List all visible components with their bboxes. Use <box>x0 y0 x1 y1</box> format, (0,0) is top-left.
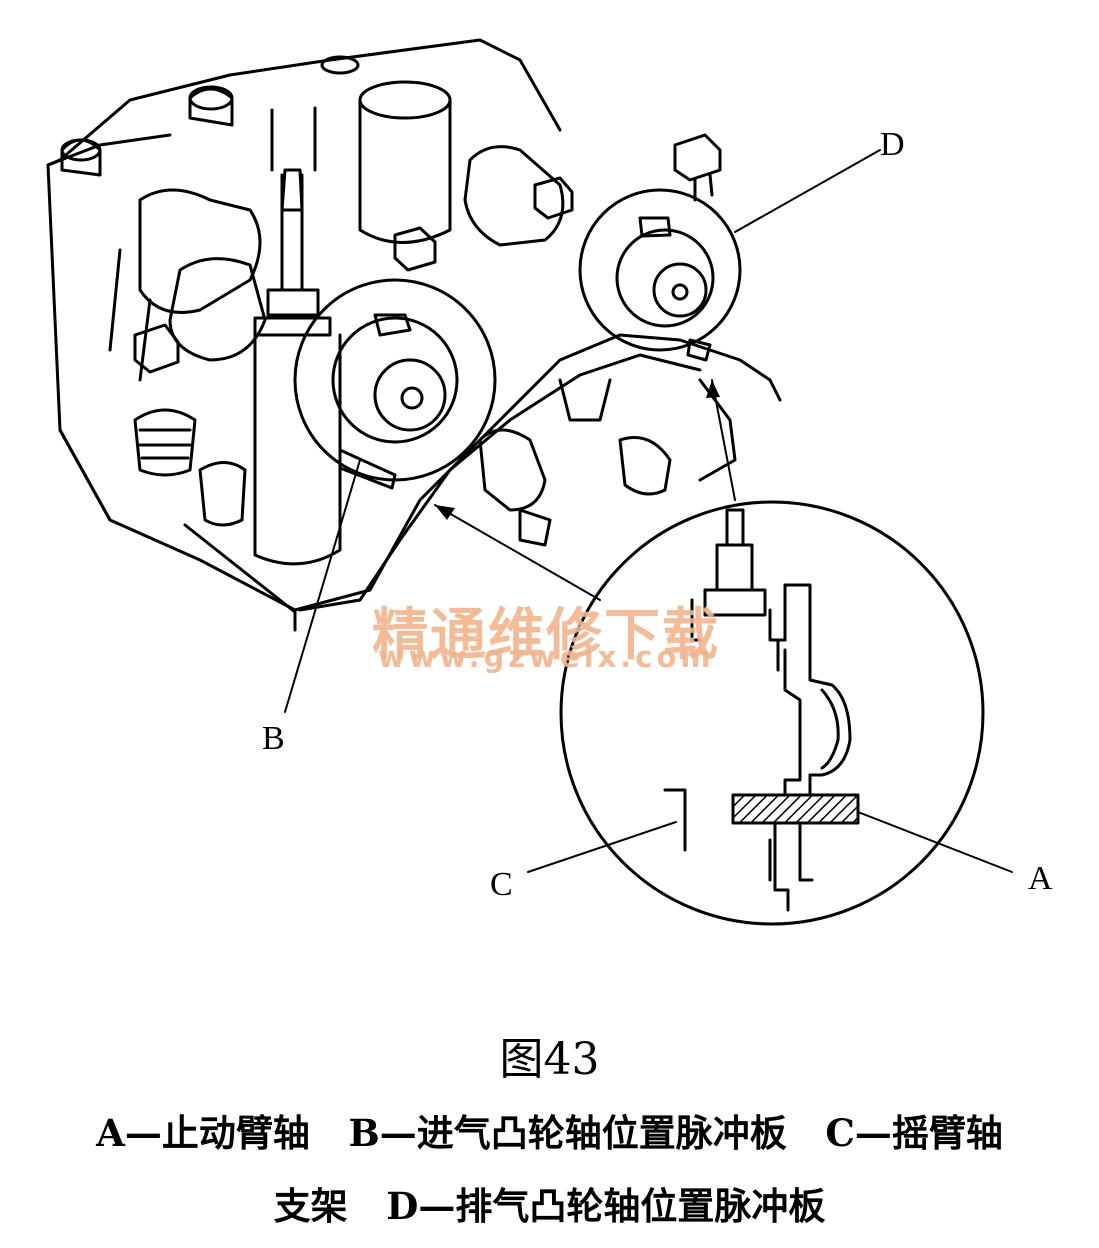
label-d: D <box>880 126 905 163</box>
watermark-url: www.gzweix.com <box>378 640 715 674</box>
label-b: B <box>262 720 285 757</box>
stud <box>280 173 304 292</box>
stopper-shaft-section <box>731 793 860 825</box>
label-a: A <box>1028 860 1053 897</box>
leader-c <box>527 821 677 873</box>
intake-pulse-plate <box>293 278 497 482</box>
rocker-shaft-bracket <box>298 353 702 612</box>
leader-b <box>284 459 361 713</box>
caption-line-1: A—止动臂轴 B—进气凸轮轴位置脉冲板 C—摇臂轴 <box>96 1111 1003 1155</box>
bolt-top-right <box>673 133 722 182</box>
leader-d <box>734 149 881 233</box>
caption-line-2: 支架 D—排气凸轮轴位置脉冲板 <box>273 1184 826 1228</box>
cylinder-head-outline <box>46 158 772 612</box>
exhaust-pulse-plate <box>578 188 742 352</box>
leader-inset <box>434 504 601 601</box>
leader-a <box>857 811 1013 873</box>
detail-inset-circle <box>559 500 985 926</box>
spark-plug-tube <box>358 98 452 244</box>
engine-diagram <box>46 38 1013 926</box>
figure-title: 图43 <box>499 1034 600 1085</box>
label-c: C <box>490 866 513 903</box>
watermark-text: 精通维修下载 <box>372 603 720 668</box>
